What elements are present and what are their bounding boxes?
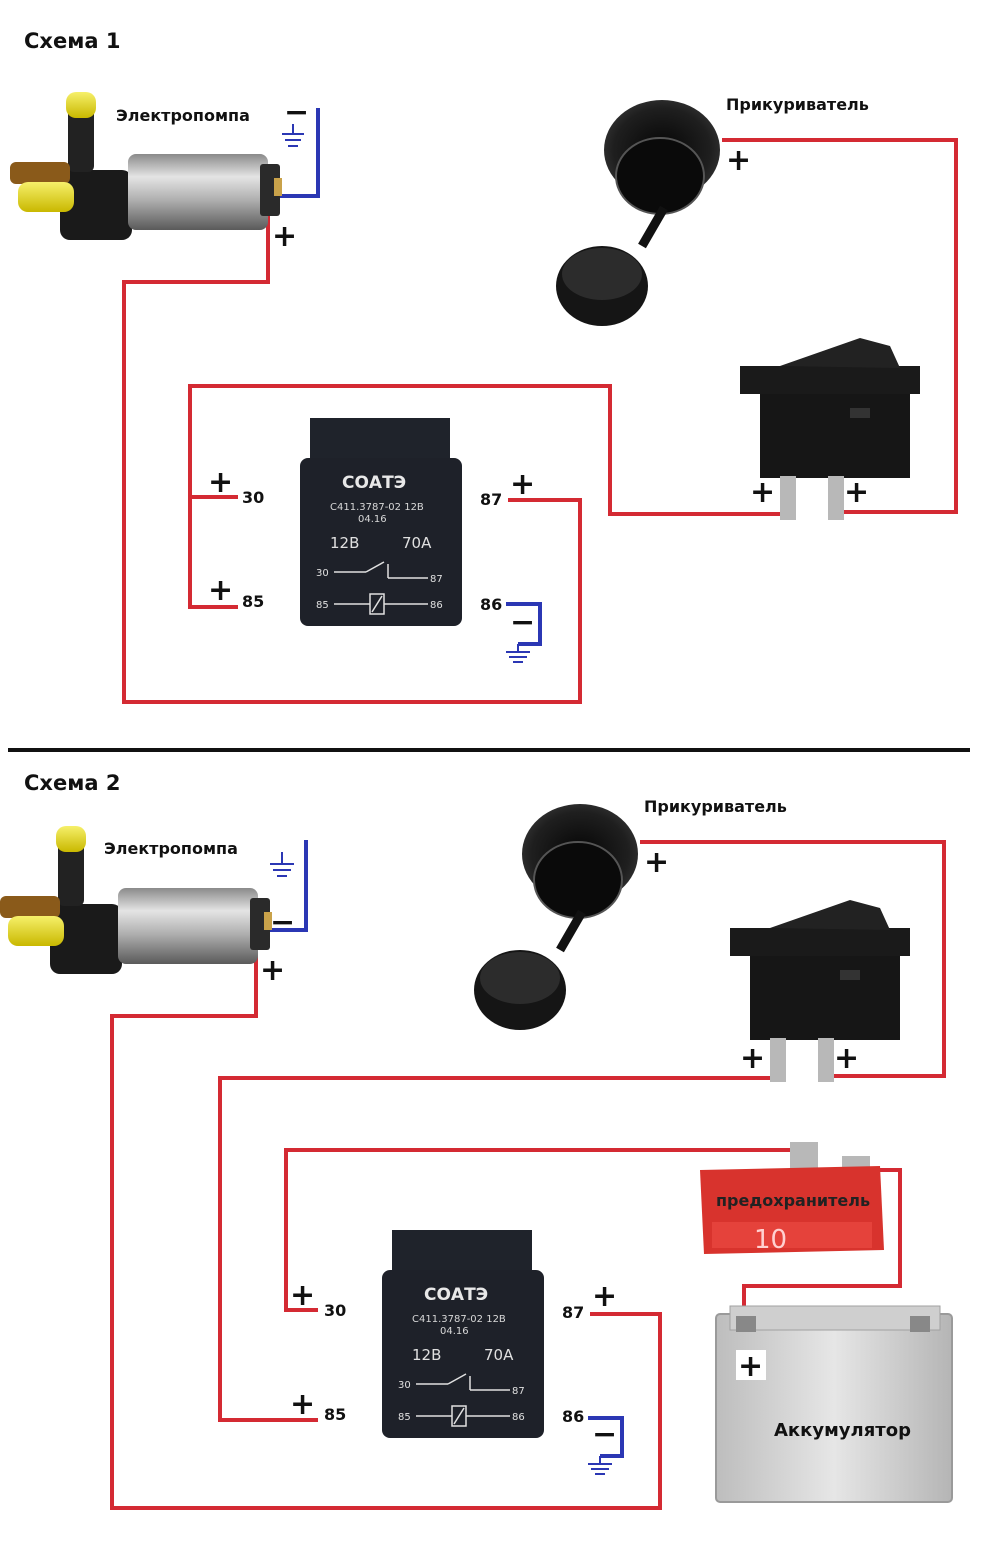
- wire-85-bridge: [188, 497, 238, 609]
- relay-pin-86: 86: [430, 600, 443, 611]
- pin-30-label: 30: [242, 488, 264, 507]
- scheme-1: Схема 1 Электропомпа − + Прикуриватель +…: [10, 29, 958, 704]
- battery-plus-sign: +: [738, 1349, 763, 1384]
- lighter-label: Прикуриватель: [726, 95, 869, 114]
- wire-30-85-switch: [188, 384, 786, 516]
- pump-plus-sign: +: [260, 953, 285, 988]
- lighter-image: [474, 804, 638, 1030]
- wire-pump-plus: [122, 200, 582, 704]
- relay-brand: СОАТЭ: [342, 473, 406, 493]
- lighter-label: Прикуриватель: [644, 797, 787, 816]
- scheme-2: Схема 2 Электропомпа − + Прикуриватель +…: [0, 771, 953, 1510]
- relay-current: 70А: [402, 534, 432, 552]
- wire-85-switch: [218, 1076, 776, 1422]
- pump-minus-sign: −: [284, 95, 309, 130]
- wire-pump-ground: [272, 108, 320, 198]
- relay-pin-30: 30: [316, 568, 329, 579]
- pump-plus-sign: +: [272, 219, 297, 254]
- wire-pump-ground: [262, 840, 308, 932]
- ground-icon: [588, 1456, 612, 1475]
- pump-label: Электропомпа: [104, 839, 238, 858]
- relay-schematic-icon: [416, 1373, 510, 1427]
- wire-switch-lighter: [722, 138, 958, 514]
- switch-plus-left: +: [740, 1041, 765, 1076]
- pin86-minus-sign: −: [592, 1417, 617, 1452]
- wire-86-ground: [588, 1416, 624, 1458]
- switch-plus-right: +: [844, 475, 869, 510]
- switch-plus-right: +: [834, 1041, 859, 1076]
- relay-pin-85: 85: [398, 1412, 411, 1423]
- relay-pin-87: 87: [512, 1386, 525, 1397]
- fuse-label: предохранитель: [716, 1191, 870, 1210]
- pin-30-label: 30: [324, 1301, 346, 1320]
- relay-pin-87: 87: [430, 574, 443, 585]
- pin-85-label: 85: [324, 1405, 346, 1424]
- relay-voltage: 12В: [412, 1346, 441, 1364]
- pin85-plus-sign: +: [208, 573, 233, 608]
- relay-voltage: 12В: [330, 534, 359, 552]
- relay-current: 70А: [484, 1346, 514, 1364]
- pin-85-label: 85: [242, 592, 264, 611]
- wire-switch-lighter: [640, 840, 946, 1078]
- scheme-1-title: Схема 1: [24, 29, 120, 53]
- pin30-plus-sign: +: [208, 465, 233, 500]
- scheme-2-title: Схема 2: [24, 771, 120, 795]
- wire-pump-plus: [110, 938, 662, 1510]
- ground-icon: [506, 644, 530, 663]
- pin86-minus-sign: −: [510, 605, 535, 640]
- pin85-plus-sign: +: [290, 1387, 315, 1422]
- switch-plus-left: +: [750, 475, 775, 510]
- battery-label: Аккумулятор: [774, 1420, 911, 1441]
- pump-minus-sign: −: [270, 905, 295, 940]
- pin-86-label: 86: [562, 1407, 584, 1426]
- pump-label: Электропомпа: [116, 106, 250, 125]
- battery: + Аккумулятор: [715, 1305, 953, 1503]
- ground-icon: [282, 124, 304, 147]
- relay: СОАТЭ С411.3787-02 12В 04.16 12В 70А 30 …: [300, 418, 462, 626]
- pin-87-label: 87: [480, 490, 502, 509]
- relay-pin-85: 85: [316, 600, 329, 611]
- relay-pin-86: 86: [512, 1412, 525, 1423]
- relay-model: С411.3787-02 12В: [412, 1314, 506, 1325]
- lighter-plus-sign: +: [726, 143, 751, 178]
- lighter-image: [556, 100, 720, 326]
- relay-brand: СОАТЭ: [424, 1285, 488, 1305]
- lighter-plus-sign: +: [644, 845, 669, 880]
- wire-fuse-battery: [742, 1168, 902, 1320]
- relay-date: 04.16: [358, 514, 387, 525]
- relay-model: С411.3787-02 12В: [330, 502, 424, 513]
- pin87-plus-sign: +: [510, 467, 535, 502]
- wire-86-ground: [506, 602, 542, 646]
- ground-icon: [270, 852, 294, 877]
- fuse-rating: 10: [754, 1225, 787, 1255]
- pin30-plus-sign: +: [290, 1278, 315, 1313]
- wire-30-fuse: [284, 1148, 806, 1312]
- relay: СОАТЭ С411.3787-02 12В 04.16 12В 70А 30 …: [382, 1230, 544, 1438]
- fuse: предохранитель 10: [700, 1142, 884, 1255]
- pin-87-label: 87: [562, 1303, 584, 1322]
- pin-86-label: 86: [480, 595, 502, 614]
- pin87-plus-sign: +: [592, 1279, 617, 1314]
- relay-pin-30: 30: [398, 1380, 411, 1391]
- relay-date: 04.16: [440, 1326, 469, 1337]
- relay-schematic-icon: [334, 561, 428, 615]
